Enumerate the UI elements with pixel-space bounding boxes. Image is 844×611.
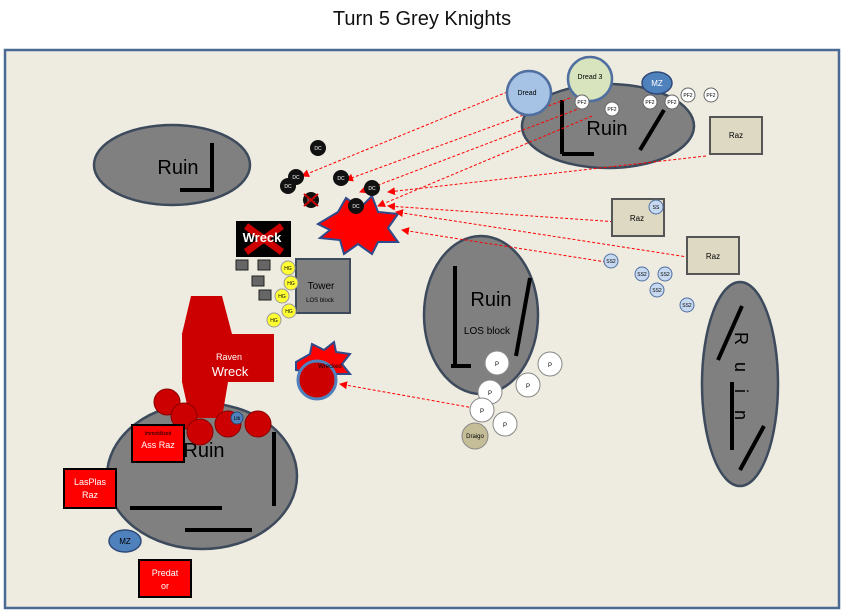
draigo-unit: Draigo <box>461 422 489 450</box>
predator-label-1: Predat <box>152 568 179 578</box>
raz-label: Raz <box>729 131 743 140</box>
pf2-label: PF2 <box>683 93 692 99</box>
pf2-label: PF2 <box>667 100 676 106</box>
ruin-label: Ruin <box>470 289 511 311</box>
ss2-label: SS2 <box>637 272 647 278</box>
ss-units: SS SS2 SS2 SS2 SS2 SS2 <box>603 199 695 313</box>
lasplas-label-2: Raz <box>82 490 99 500</box>
dread-unit: Dread <box>505 69 553 117</box>
lasplas-raz-unit: LasPlas Raz <box>63 468 117 509</box>
raven-wreck: Raven Wreck <box>182 296 274 418</box>
draigo-label: Draigo <box>466 434 484 440</box>
p-label: P <box>488 391 492 397</box>
dc-label: DC <box>337 176 345 182</box>
dc-label: DC <box>314 146 322 152</box>
ruin-label: Ruin <box>586 118 627 140</box>
dc-units: DC DC DC DC DC DC DC <box>280 140 380 214</box>
ruin-right: R u i n <box>700 280 780 488</box>
p-label: P <box>495 362 499 368</box>
ruin-label: Ruin <box>183 440 224 462</box>
ss2-label: SS2 <box>660 272 670 278</box>
raz-box-1: Raz <box>709 116 763 155</box>
raz-label: Raz <box>630 214 644 223</box>
raz-box-3: Raz <box>686 236 740 275</box>
p-label: P <box>503 423 507 429</box>
pf2-label: PF2 <box>577 100 586 106</box>
hg-label: HG <box>278 294 286 300</box>
black-wreck: Wreck <box>236 221 291 257</box>
dc-label: DC <box>368 186 376 192</box>
dread-label: Dread <box>517 90 536 97</box>
mz-label: MZ <box>651 79 663 88</box>
ruin-sub-label: LOS block <box>464 326 511 337</box>
dc-label: DC <box>292 175 300 181</box>
ruin-label: Ruin <box>157 157 198 179</box>
mz-label: MZ <box>119 537 131 546</box>
tower-sub-label: LOS block <box>306 298 335 304</box>
hg-label: HG <box>285 309 293 315</box>
pf2-label: PF2 <box>645 100 654 106</box>
lasplas-label-1: LasPlas <box>74 477 107 487</box>
ass-raz-label: Ass Raz <box>141 440 175 450</box>
dread3-unit: Dread 3 <box>566 55 614 103</box>
raz-label: Raz <box>706 252 720 261</box>
mz-bottom-unit: MZ <box>108 529 142 553</box>
pf2-label: PF2 <box>706 93 715 99</box>
lib-label: Lib <box>234 416 241 422</box>
pf2-label: PF2 <box>607 107 616 113</box>
hg-label: HG <box>287 281 295 287</box>
tower: Tower LOS block <box>295 258 351 314</box>
ss2-label: SS2 <box>682 303 692 309</box>
dc-label: DC <box>352 204 360 210</box>
casualty-markers <box>235 259 272 301</box>
ss2-label: SS2 <box>652 288 662 294</box>
hg-label: HG <box>270 318 278 324</box>
predator-unit: Predat or <box>138 559 192 598</box>
fire-arrows <box>301 89 707 409</box>
hg-label: HG <box>284 266 292 272</box>
ruin-vertical-label: R u i n <box>731 332 751 426</box>
raven-wreck-label-2: Wreck <box>212 364 249 379</box>
p-label: P <box>548 363 552 369</box>
p-units: P P P P P P <box>469 350 563 437</box>
raven-wreck-label-1: Raven <box>216 352 242 362</box>
dread3-label: Dread 3 <box>578 74 603 81</box>
tower-label: Tower <box>308 281 335 292</box>
diagram-title: Turn 5 Grey Knights <box>332 8 512 30</box>
hg-units: HG HG HG HG HG <box>266 260 299 328</box>
black-wreck-label: Wreck <box>243 230 283 245</box>
explosion-small: Wrecked <box>295 340 353 401</box>
p-label: P <box>526 384 530 390</box>
p-label: P <box>480 409 484 415</box>
ass-raz-status: Immobilized <box>145 431 172 437</box>
pf2-units: PF2 PF2 PF2 PF2 PF2 PF2 <box>574 87 719 117</box>
ruin-center: Ruin LOS block <box>422 234 540 396</box>
wrecked-label: Wrecked <box>318 364 342 370</box>
ss2-label: SS2 <box>606 259 616 265</box>
predator-label-2: or <box>161 581 169 591</box>
ass-raz-unit: Immobilized Ass Raz <box>131 424 185 463</box>
ruin-top-left: Ruin <box>92 123 252 207</box>
dc-label: DC <box>284 184 292 190</box>
mz-top-unit: MZ <box>641 71 673 95</box>
red-units: Lib <box>153 388 272 446</box>
ss-label: SS <box>653 205 660 211</box>
